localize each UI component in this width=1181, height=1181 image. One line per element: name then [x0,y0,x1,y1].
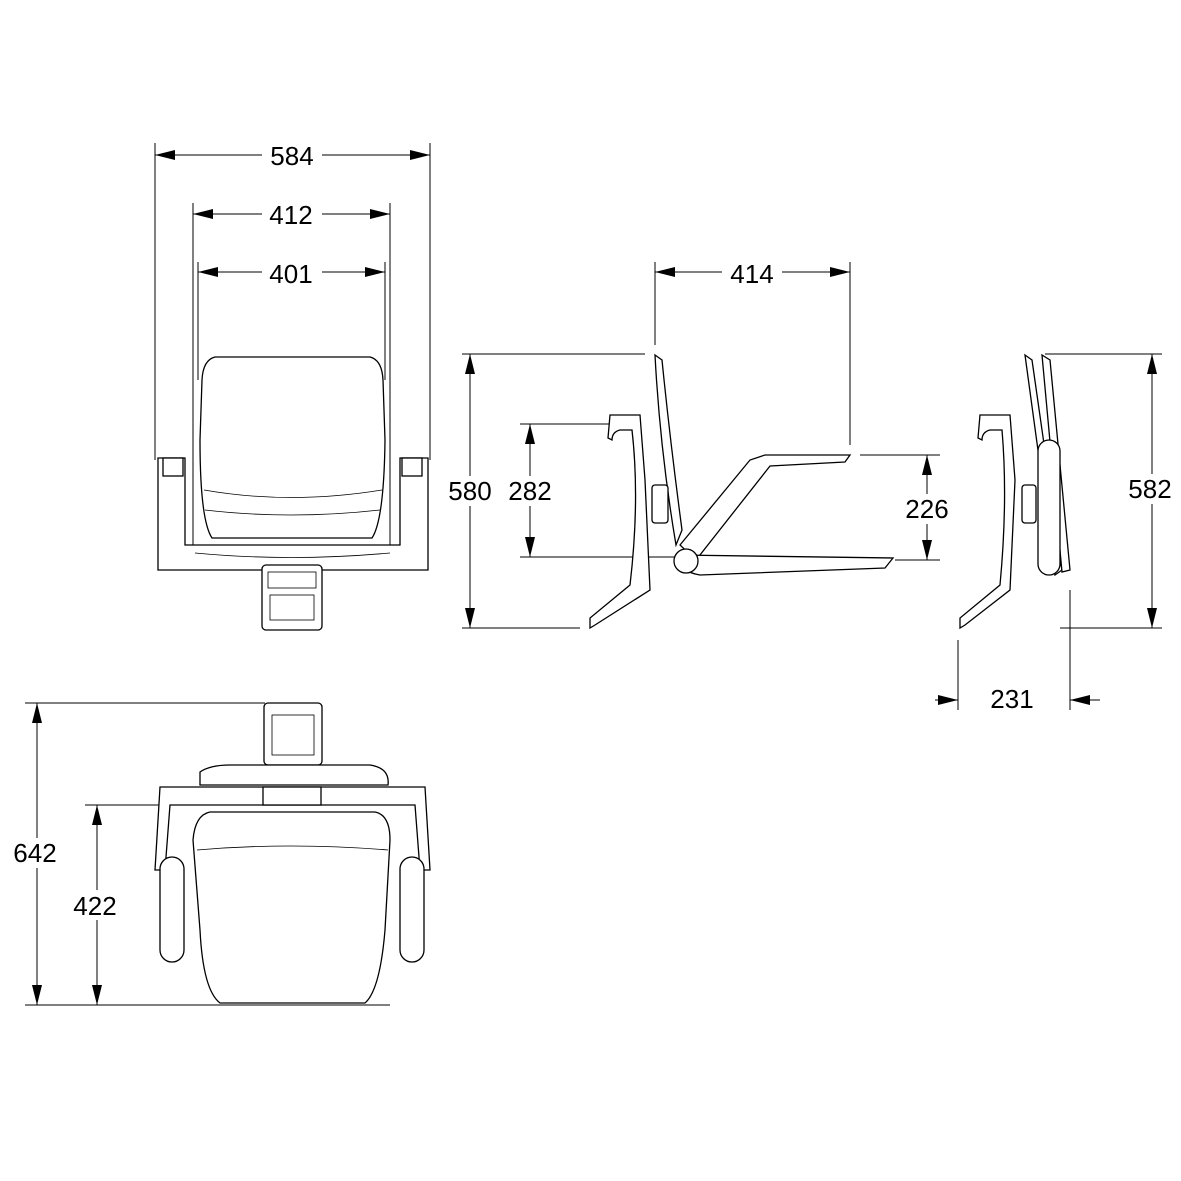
backrest-side [654,353,683,548]
backrest [199,356,386,539]
side-view-open [462,262,940,630]
dim-folded-depth: 231 [990,684,1033,714]
dim-overall-width: 584 [270,141,313,171]
front-view [154,143,431,631]
seat-frame [157,457,429,571]
armrest [679,454,852,561]
dim-total-depth: 642 [13,838,56,868]
wall-bracket [589,414,651,630]
dim-inner-width: 412 [269,200,312,230]
dim-total-height: 580 [448,476,491,506]
top-view [25,702,431,1006]
folded-bracket [959,414,1016,630]
top-mount [263,702,323,766]
left-armrest [159,856,185,963]
right-armrest [399,856,425,963]
wall-mount [261,564,323,631]
dim-backrest-width: 401 [269,259,312,289]
dim-folded-height: 582 [1128,474,1171,504]
dim-seat-depth-top: 422 [73,891,116,921]
seat-side [677,554,895,576]
top-seat [192,811,391,1004]
dim-hook-height: 282 [508,476,551,506]
dim-seat-height: 226 [905,494,948,524]
side-view-folded [957,353,1162,710]
dim-seat-depth: 414 [730,259,773,289]
